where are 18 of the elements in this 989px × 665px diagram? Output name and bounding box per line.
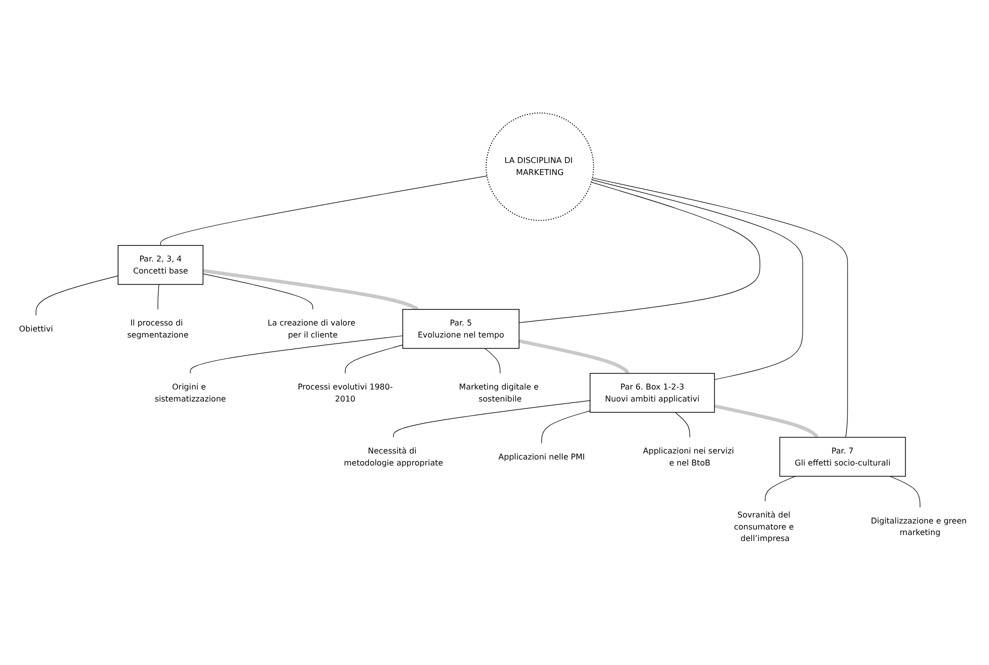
connector <box>158 284 160 310</box>
arrow <box>202 268 420 310</box>
connector <box>160 176 488 246</box>
connector <box>518 182 760 323</box>
connector <box>344 344 404 374</box>
connector <box>592 179 804 380</box>
connector <box>190 335 404 374</box>
connector <box>393 400 590 438</box>
connector <box>674 412 690 438</box>
connector <box>484 348 500 374</box>
arrow <box>518 339 630 374</box>
connector <box>36 275 118 316</box>
connector <box>889 476 920 508</box>
connector <box>202 273 314 310</box>
connector <box>764 476 796 502</box>
connector <box>541 410 590 444</box>
arrow <box>714 404 818 438</box>
connector <box>592 178 848 438</box>
